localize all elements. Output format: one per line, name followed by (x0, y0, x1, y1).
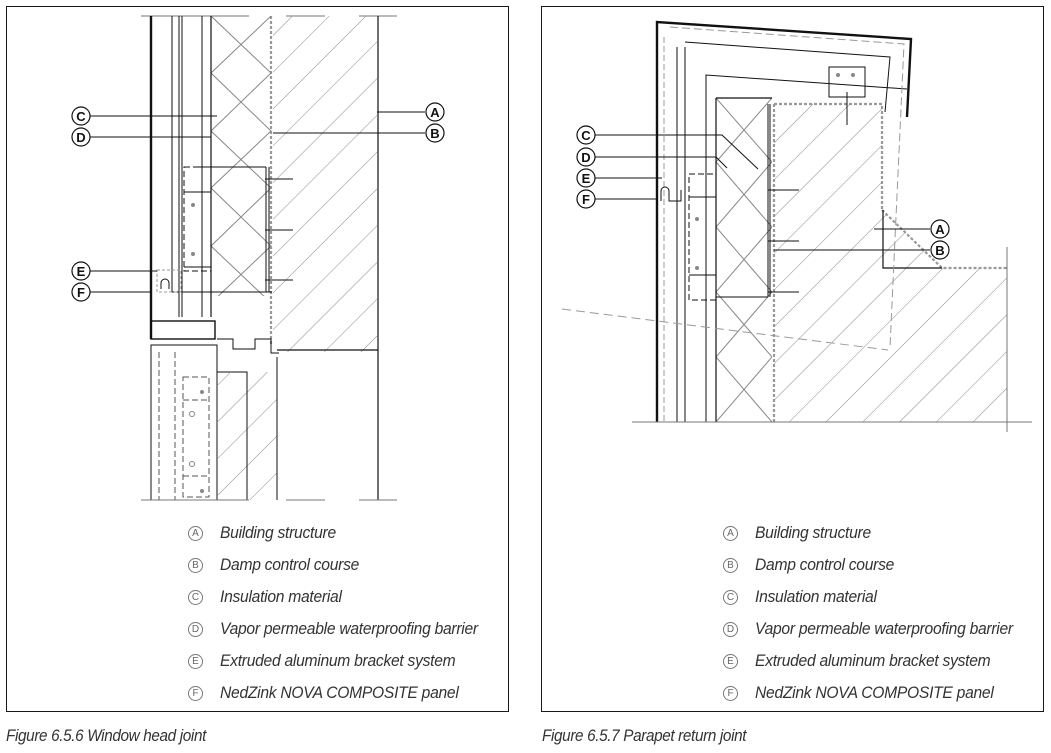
legend-item: C Insulation material (720, 581, 1035, 613)
svg-text:B: B (430, 126, 439, 141)
legend-item: B Damp control course (185, 549, 500, 581)
legend-label: Damp control course (220, 555, 360, 574)
legend-item: C Insulation material (185, 581, 500, 613)
figure-caption-window-head: Figure 6.5.6 Window head joint (6, 726, 206, 745)
legend-item: A Building structure (185, 517, 500, 549)
svg-text:C: C (76, 109, 86, 124)
legend-item: F NedZink NOVA COMPOSITE panel (185, 677, 500, 709)
legend-label: NedZink NOVA COMPOSITE panel (220, 683, 459, 702)
legend-label: Extruded aluminum bracket system (755, 651, 991, 670)
callout-E: E (576, 168, 662, 188)
svg-text:D: D (581, 150, 590, 165)
legend-marker-a: A (723, 525, 738, 541)
legend-label: Building structure (755, 523, 871, 542)
callout-F: F (71, 282, 151, 302)
insulation (716, 98, 772, 422)
legend-label: Extruded aluminum bracket system (220, 651, 456, 670)
window-head-detail-drawing: A B C D E F (71, 15, 445, 501)
insulation (211, 16, 272, 296)
figure-caption-parapet-return: Figure 6.5.7 Parapet return joint (542, 726, 747, 745)
cladding-panel (149, 16, 216, 340)
legend-label: Insulation material (755, 587, 877, 606)
legend-marker-f: F (188, 685, 203, 701)
legend-label: NedZink NOVA COMPOSITE panel (755, 683, 994, 702)
legend-item: A Building structure (720, 517, 1035, 549)
legend-item: B Damp control course (720, 549, 1035, 581)
svg-text:D: D (76, 130, 85, 145)
parapet-coping (655, 20, 913, 422)
building-structure (772, 102, 1008, 432)
svg-text:A: A (935, 222, 945, 237)
legend-marker-f: F (723, 685, 738, 701)
legend-marker-b: B (723, 557, 738, 573)
roof-slope-line (561, 308, 889, 351)
legend-item: E Extruded aluminum bracket system (720, 645, 1035, 677)
legend-marker-d: D (723, 621, 738, 637)
callout-D: D (71, 127, 211, 147)
callout-C: C (71, 106, 217, 126)
legend-label: Damp control course (755, 555, 895, 574)
callout-B: B (774, 240, 950, 260)
callout-A: A (874, 219, 950, 239)
svg-text:F: F (77, 285, 85, 300)
legend-marker-c: C (188, 589, 203, 605)
window-frame (150, 338, 279, 501)
figure-panel-parapet-return: A B C D E F A Building structure (541, 6, 1044, 712)
callout-A: A (377, 102, 445, 122)
legend-marker-c: C (723, 589, 738, 605)
figure-panel-window-head: A B C D E F A Building structure (6, 6, 509, 712)
callout-E: E (71, 261, 157, 281)
svg-text:E: E (582, 171, 591, 186)
svg-text:F: F (582, 192, 590, 207)
legend-item: F NedZink NOVA COMPOSITE panel (720, 677, 1035, 709)
building-structure (273, 16, 379, 500)
callout-F: F (576, 189, 657, 209)
parapet-return-detail-drawing: A B C D E F (561, 20, 1032, 432)
legend-marker-e: E (723, 653, 738, 669)
bracket-system (660, 104, 799, 301)
legend-label: Vapor permeable waterproofing barrier (755, 619, 1013, 638)
legend-item: D Vapor permeable waterproofing barrier (185, 613, 500, 645)
callout-D: D (576, 147, 728, 169)
legend-label: Building structure (220, 523, 336, 542)
svg-text:E: E (77, 264, 86, 279)
legend-marker-a: A (188, 525, 203, 541)
legend-label: Vapor permeable waterproofing barrier (220, 619, 478, 638)
legend-marker-d: D (188, 621, 203, 637)
svg-text:A: A (430, 105, 440, 120)
svg-text:C: C (581, 128, 591, 143)
legend-marker-b: B (188, 557, 203, 573)
svg-text:B: B (935, 243, 944, 258)
callout-B: B (273, 123, 445, 143)
legend-label: Insulation material (220, 587, 342, 606)
legend: A Building structure B Damp control course… (720, 517, 1035, 709)
legend: A Building structure B Damp control course… (185, 517, 500, 709)
legend-item: E Extruded aluminum bracket system (185, 645, 500, 677)
legend-marker-e: E (188, 653, 203, 669)
bracket-system (156, 166, 293, 293)
callout-C: C (576, 125, 759, 170)
legend-item: D Vapor permeable waterproofing barrier (720, 613, 1035, 645)
